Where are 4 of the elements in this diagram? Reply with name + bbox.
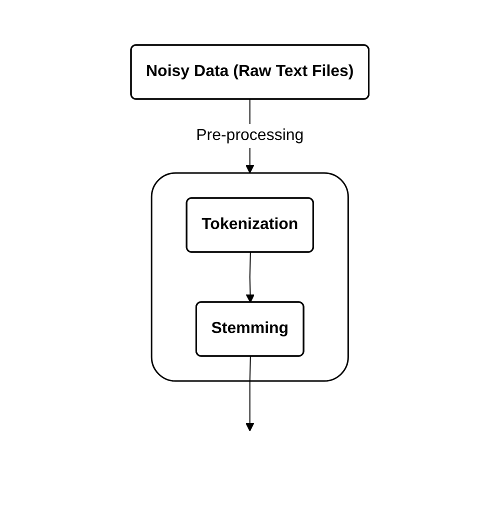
edge-label: Pre-processing — [196, 127, 304, 144]
cluster — [150, 172, 349, 382]
arrow — [245, 252, 254, 303]
arrow — [245, 356, 254, 432]
